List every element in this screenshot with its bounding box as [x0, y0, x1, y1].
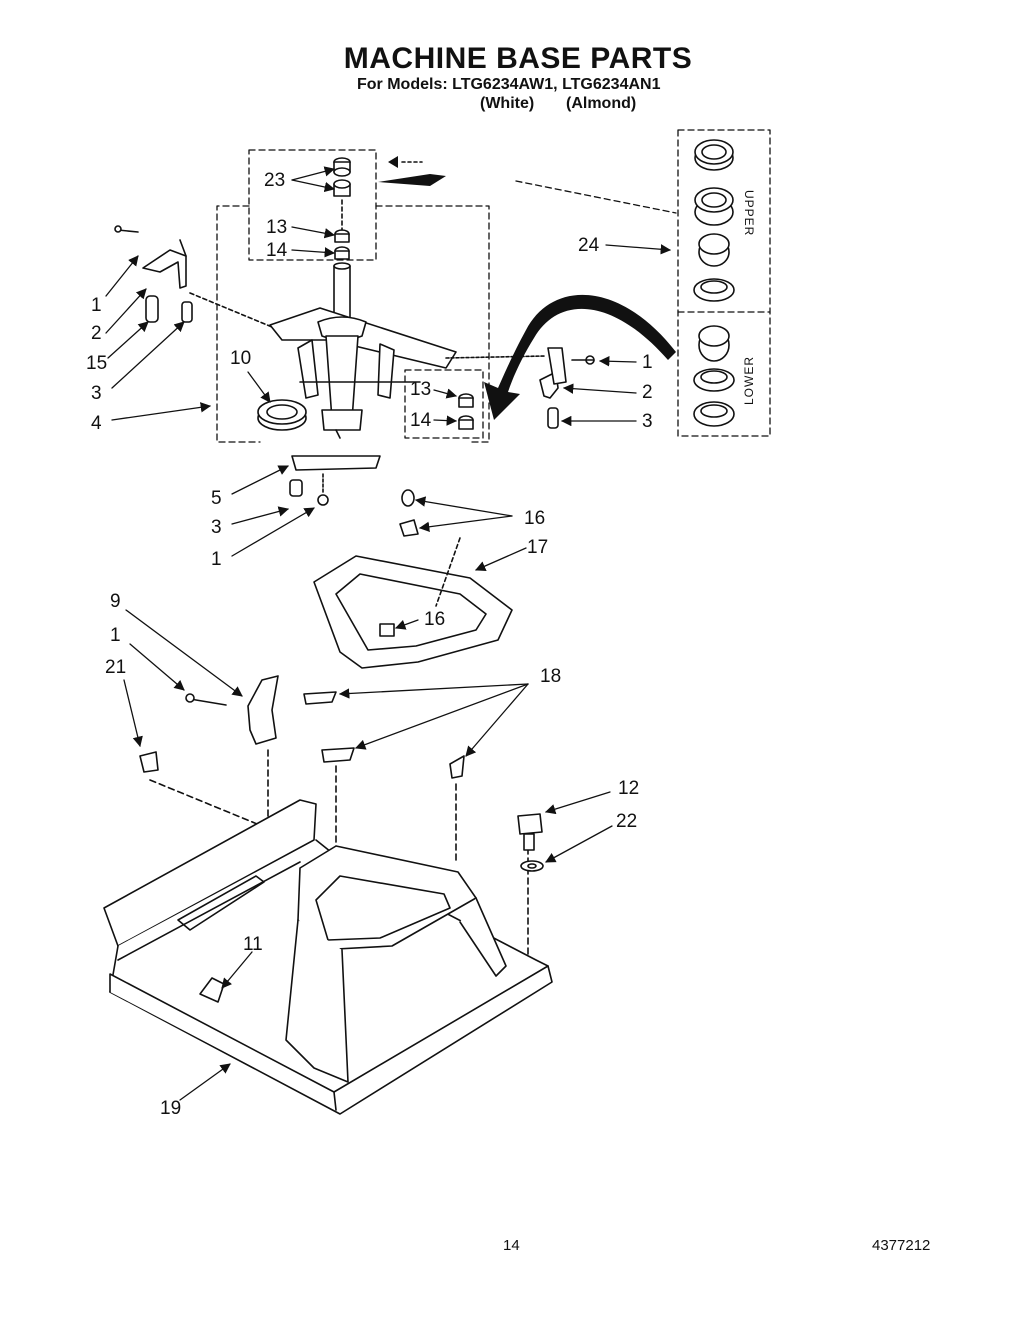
- callout-1: 1: [110, 625, 121, 646]
- callout-3: 3: [642, 411, 653, 432]
- callout-21: 21: [105, 657, 127, 678]
- page-number: 14: [503, 1237, 520, 1254]
- variant-white-label: (White): [480, 95, 535, 112]
- right-bracket-group: [445, 347, 595, 430]
- seal-kit-leader: [515, 180, 677, 214]
- seal-kit-box: [677, 129, 771, 437]
- left-bracket-group: [114, 225, 273, 328]
- callout-9: 9: [110, 591, 121, 612]
- bolt-and-washer: [517, 813, 544, 872]
- seal-ring-10: [257, 399, 307, 431]
- seal-box-13-14: [404, 369, 484, 439]
- callout-13: 13: [410, 379, 432, 400]
- seal-box-23-14: [248, 149, 377, 261]
- variant-almond-label: (Almond): [566, 95, 637, 112]
- model-numbers: For Models: LTG6234AW1, LTG6234AN1: [357, 76, 661, 93]
- callout-1: 1: [642, 352, 653, 373]
- seal-kit-lower-label: LOWER: [742, 356, 756, 406]
- callout-11: 11: [243, 934, 263, 955]
- drive-assembly-box-right: [375, 205, 490, 443]
- callout-13: 13: [266, 217, 288, 238]
- callout-2: 2: [642, 382, 653, 403]
- page-title: MACHINE BASE PARTS: [343, 42, 693, 75]
- bracket-5-group: [289, 455, 381, 506]
- callout-22: 22: [616, 811, 638, 832]
- callout-14: 14: [410, 410, 432, 431]
- curved-transfer-arrow: [484, 294, 676, 420]
- callout-12: 12: [618, 778, 640, 799]
- large-pointer-icon: [378, 174, 446, 186]
- callout-10: 10: [230, 348, 252, 369]
- callout-24: 24: [578, 235, 600, 256]
- callout-16: 16: [524, 508, 546, 529]
- tub-support-group: [313, 489, 513, 669]
- callout-17: 17: [527, 537, 549, 558]
- leader-arrows: [105, 166, 672, 1101]
- callout-1: 1: [211, 549, 222, 570]
- document-number: 4377212: [872, 1237, 931, 1254]
- callout-16: 16: [424, 609, 446, 630]
- dashed-group-boxes: [216, 129, 771, 443]
- drive-assembly-box-left: [216, 205, 261, 443]
- lower-small-parts: [139, 675, 465, 779]
- callout-5: 5: [211, 488, 222, 509]
- callout-23: 23: [264, 170, 286, 191]
- callout-2: 2: [91, 323, 102, 344]
- callout-15: 15: [86, 353, 108, 374]
- callout-18: 18: [540, 666, 562, 687]
- callout-3: 3: [211, 517, 222, 538]
- callout-14: 14: [266, 240, 288, 261]
- small-pointer-icon: [388, 156, 398, 168]
- machine-base: [103, 799, 553, 1115]
- callout-1: 1: [91, 295, 102, 316]
- callout-4: 4: [91, 413, 102, 434]
- transmission-assembly: [269, 262, 457, 439]
- callout-19: 19: [160, 1098, 182, 1119]
- seal-kit-rings: [693, 139, 735, 427]
- callout-3: 3: [91, 383, 102, 404]
- seal-kit-upper-label: UPPER: [742, 190, 756, 237]
